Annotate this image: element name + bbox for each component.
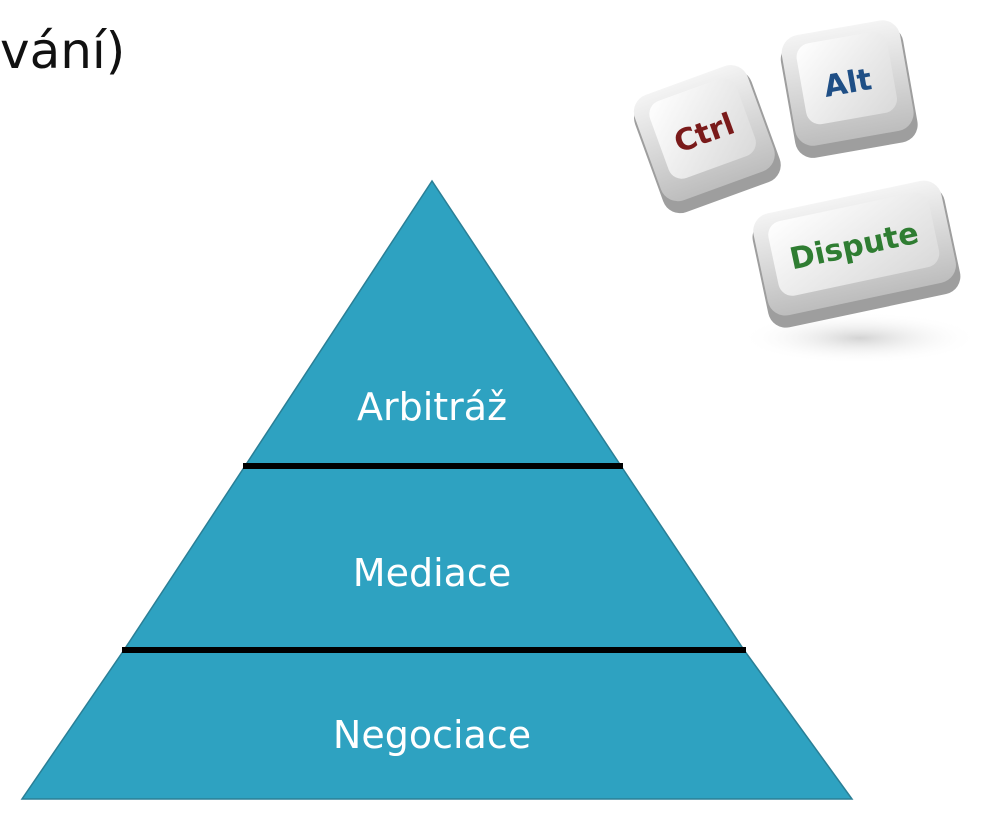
pyramid-label-mediace: Mediace: [353, 551, 511, 595]
alt-key: Alt: [780, 20, 918, 158]
dispute-key: Dispute: [752, 180, 961, 328]
pyramid-label-arbitraz: Arbitráž: [357, 385, 507, 429]
ctrl-key: Ctrl: [633, 65, 781, 214]
alt-key-label: Alt: [821, 62, 874, 105]
slide-title: vání): [0, 22, 126, 80]
pyramid-label-negociace: Negociace: [333, 713, 531, 757]
